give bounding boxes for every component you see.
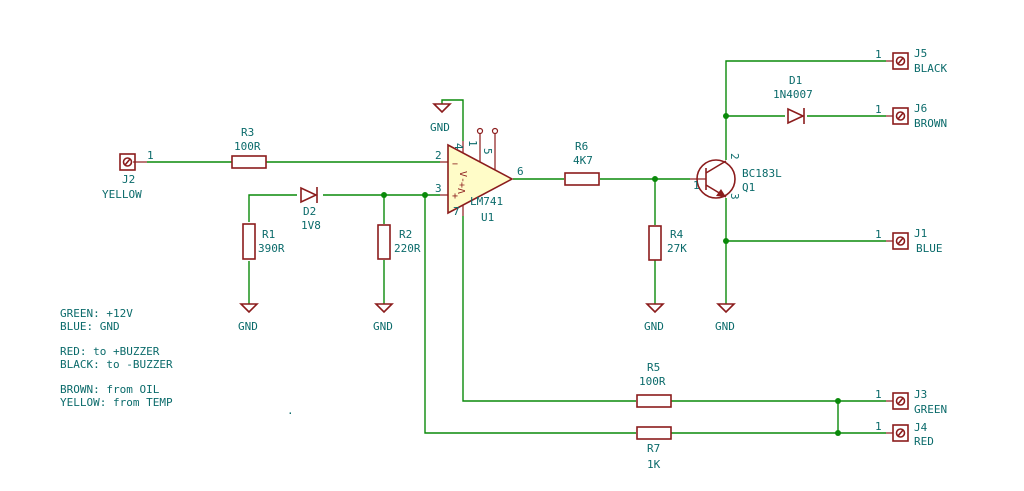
diode-d1[interactable]: D1 1N4007 [773, 74, 813, 125]
r5-value: 100R [639, 375, 666, 388]
connector-j5[interactable]: 1 J5 BLACK [875, 47, 947, 75]
junctions [381, 113, 841, 436]
r1-value: 390R [258, 242, 285, 255]
gnd-symbol-r1: GND [238, 303, 259, 333]
q1-pin-base: 1 [693, 179, 700, 192]
note-line: RED: to +BUZZER [60, 345, 160, 358]
j5-pin: 1 [875, 48, 882, 61]
j4-label: RED [914, 435, 934, 448]
r2-value: 220R [394, 242, 421, 255]
junction-dot [723, 238, 729, 244]
j3-ref: J3 [914, 388, 927, 401]
pin-3: 3 [435, 182, 442, 195]
r3-ref: R3 [241, 126, 254, 139]
j4-pin: 1 [875, 420, 882, 433]
junction-dot [835, 398, 841, 404]
q1-value: BC183L [742, 167, 782, 180]
pin-6: 6 [517, 165, 524, 178]
d1-value: 1N4007 [773, 88, 813, 101]
note-line: BROWN: from OIL [60, 383, 160, 396]
resistor-r5[interactable]: R5 100R [636, 361, 672, 408]
opamp-vminus-label: V- [457, 171, 468, 183]
q1-pin-collector: 2 [728, 153, 741, 160]
q1-pin-emitter: 3 [728, 193, 741, 200]
j5-label: BLACK [914, 62, 947, 75]
connector-j4[interactable]: 1 J4 RED [875, 420, 934, 448]
junction-dot [652, 176, 658, 182]
j2-ref: J2 [122, 173, 135, 186]
j4-ref: J4 [914, 421, 928, 434]
gnd-symbol-q1: GND [715, 303, 736, 333]
svg-text:GND: GND [238, 320, 258, 333]
r6-ref: R6 [575, 140, 588, 153]
j3-label: GREEN [914, 403, 947, 416]
diode-d2[interactable]: D2 1V8 [300, 186, 321, 232]
stray-mark: . [287, 404, 294, 417]
r4-ref: R4 [670, 228, 684, 241]
note-line: GREEN: +12V [60, 307, 133, 320]
d2-value: 1V8 [301, 219, 321, 232]
note-line: BLUE: GND [60, 320, 120, 333]
opamp-u1[interactable]: − + V- V+ 2 3 6 4 7 1 5 LM741 U1 [435, 127, 524, 225]
r2-ref: R2 [399, 228, 412, 241]
connector-j6[interactable]: 1 J6 BROWN [875, 102, 947, 130]
svg-text:GND: GND [373, 320, 393, 333]
j5-ref: J5 [914, 47, 927, 60]
svg-text:+: + [452, 191, 458, 202]
resistor-r7[interactable]: R7 1K [636, 426, 672, 471]
j6-label: BROWN [914, 117, 947, 130]
j6-pin: 1 [875, 103, 882, 116]
svg-text:GND: GND [644, 320, 664, 333]
transistor-q1[interactable]: 1 2 3 BC183L Q1 [690, 153, 782, 200]
resistor-r4[interactable]: R4 27K [648, 225, 687, 261]
pin-7: 7 [453, 205, 460, 218]
j1-label: BLUE [916, 242, 943, 255]
svg-text:−: − [452, 159, 458, 170]
wiring-notes: GREEN: +12V BLUE: GND RED: to +BUZZER BL… [60, 307, 173, 409]
opamp-vplus-label: V+ [457, 182, 468, 194]
resistor-r1[interactable]: R1 390R [242, 223, 285, 260]
junction-dot [723, 113, 729, 119]
u1-ref: U1 [481, 211, 494, 224]
svg-text:GND: GND [715, 320, 735, 333]
r3-value: 100R [234, 140, 261, 153]
connector-j3[interactable]: 1 J3 GREEN [875, 388, 947, 416]
r5-ref: R5 [647, 361, 660, 374]
gnd-symbol-opamp: GND [430, 103, 452, 134]
pin-4: 4 [452, 143, 465, 150]
d2-ref: D2 [303, 205, 316, 218]
gnd-symbol-r2: GND [373, 303, 394, 333]
note-line: YELLOW: from TEMP [60, 396, 173, 409]
j2-pin: 1 [147, 149, 154, 162]
note-line: BLACK: to -BUZZER [60, 358, 173, 371]
j1-pin: 1 [875, 228, 882, 241]
r1-ref: R1 [262, 228, 275, 241]
d1-ref: D1 [789, 74, 802, 87]
connector-j2[interactable]: 1 J2 YELLOW [102, 149, 154, 201]
junction-dot [835, 430, 841, 436]
resistor-r6[interactable]: R6 4K7 [564, 140, 600, 186]
u1-value: LM741 [470, 195, 503, 208]
junction-dot [422, 192, 428, 198]
resistor-r3[interactable]: R3 100R [231, 126, 267, 169]
wires [147, 60, 886, 434]
j2-label: YELLOW [102, 188, 142, 201]
r6-value: 4K7 [573, 154, 593, 167]
j6-ref: J6 [914, 102, 927, 115]
svg-text:GND: GND [430, 121, 450, 134]
pin-5: 5 [481, 148, 494, 155]
r7-ref: R7 [647, 442, 660, 455]
resistor-r2[interactable]: R2 220R [377, 224, 421, 260]
r7-value: 1K [647, 458, 661, 471]
j1-ref: J1 [914, 227, 927, 240]
pin-2: 2 [435, 149, 442, 162]
junction-dot [381, 192, 387, 198]
j3-pin: 1 [875, 388, 882, 401]
r4-value: 27K [667, 242, 687, 255]
connector-j1[interactable]: 1 J1 BLUE [875, 227, 943, 255]
gnd-symbol-r4: GND [644, 303, 665, 333]
q1-ref: Q1 [742, 181, 755, 194]
pin-1: 1 [466, 140, 479, 147]
